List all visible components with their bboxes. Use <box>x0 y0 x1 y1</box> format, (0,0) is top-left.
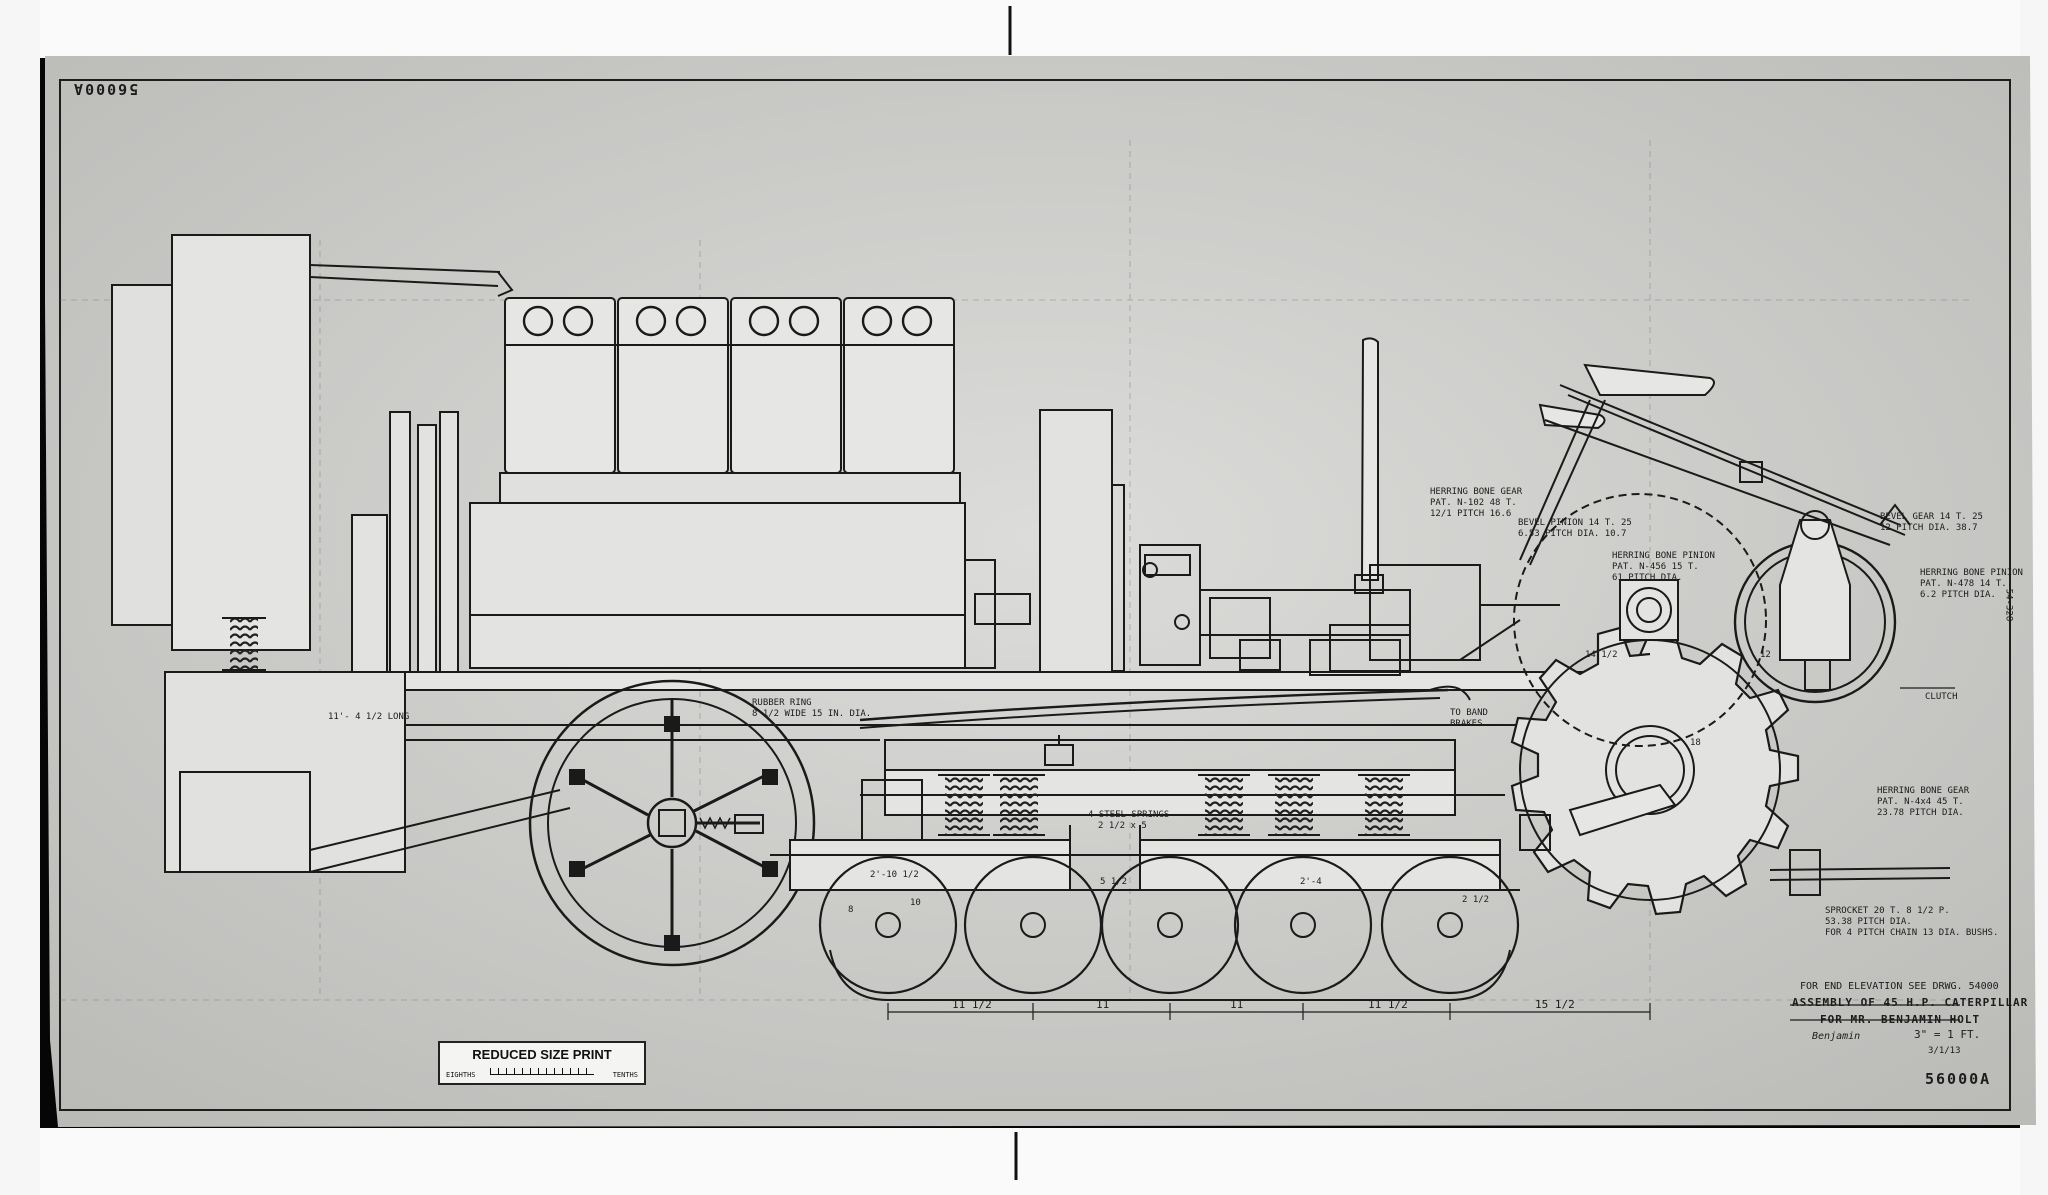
callout-band-brakes-2: BRAKES <box>1450 719 1483 729</box>
callout-bevel-pinion-1: BEVEL PINION 14 T. 25 <box>1518 518 1632 528</box>
dimension-label: 15 1/2 <box>1535 998 1575 1011</box>
dimension-label: 11 <box>1230 998 1244 1011</box>
callout-bevel-gear-1: BEVEL GEAR 14 T. 25 <box>1880 512 1983 522</box>
dimension-label: 14 1/2 <box>1585 650 1618 660</box>
title-line-1: ASSEMBLY OF 45 H.P. CATERPILLAR <box>1792 996 2029 1009</box>
signature: Benjamin <box>1812 1031 1861 1042</box>
callout-steel-springs-2: 2 1/2 x 5 <box>1098 821 1147 831</box>
callout-herring-pinion-right-3: 6.2 PITCH DIA. <box>1920 590 1996 600</box>
callout-rubber-ring-2: 8 1/2 WIDE 15 IN. DIA. <box>752 709 872 719</box>
callout-band-brakes-1: TO BAND <box>1450 708 1488 718</box>
stamp-title: REDUCED SIZE PRINT <box>472 1047 612 1062</box>
callout-herring-gear-right-2: PAT. N-4x4 45 T. <box>1877 797 1964 807</box>
callout-sprocket-1: SPROCKET 20 T. 8 1/2 P. <box>1825 906 1950 916</box>
callout-herring-pinion-2: PAT. N-456 15 T. <box>1612 562 1699 572</box>
drawing-date: 3/1/13 <box>1928 1046 1961 1056</box>
dimension-label: 11 1/2 <box>952 998 992 1011</box>
callout-frame-length: 11'- 4 1/2 LONG <box>328 712 410 722</box>
callout-herring-pinion-right-1: HERRING BONE PINION <box>1920 568 2023 578</box>
stamp-right-unit: TENTHS <box>612 1071 638 1079</box>
callout-herring-gear-right-3: 23.78 PITCH DIA. <box>1877 808 1964 818</box>
callout-bevel-pinion-2: 6.53 PITCH DIA. 10.7 <box>1518 529 1627 539</box>
callout-rubber-ring-1: RUBBER RING <box>752 698 812 708</box>
callout-herring-pinion-1: HERRING BONE PINION <box>1612 551 1715 561</box>
title-line-2: FOR MR. BENJAMIN HOLT <box>1820 1013 1981 1026</box>
callout-herring-pinion-3: 61 PITCH DIA. <box>1612 573 1683 583</box>
reduced-size-print-stamp: REDUCED SIZE PRINT EIGHTHS TENTHS <box>438 1041 646 1085</box>
dimension-label: 5 1/2 <box>1100 877 1128 887</box>
callout-bevel-gear-2: 12 PITCH DIA. 38.7 <box>1880 523 1978 533</box>
stamp-left-unit: EIGHTHS <box>446 1071 476 1079</box>
callout-steel-springs-1: 4 STEEL SPRINGS <box>1088 810 1170 820</box>
stamp-ruler <box>490 1068 594 1075</box>
scale-note: 3" = 1 FT. <box>1914 1028 1981 1041</box>
dimension-label: 2'-4 <box>1300 877 1322 887</box>
callout-clutch: CLUTCH <box>1925 692 1958 702</box>
dimension-label: 12 <box>1760 650 1771 660</box>
drawing-number-top: 56000A <box>72 80 139 98</box>
callout-herring-gear-1: HERRING BONE GEAR <box>1430 487 1523 497</box>
dimension-label: 2'-10 1/2 <box>870 870 919 880</box>
dimension-label: 11 <box>1096 998 1110 1011</box>
callout-herring-gear-right-1: HERRING BONE GEAR <box>1877 786 1970 796</box>
sheet-border <box>59 79 2011 1111</box>
callout-sprocket-2: 53.38 PITCH DIA. <box>1825 917 1912 927</box>
dimension-label: 18 <box>1690 738 1701 748</box>
dimension-label: 11 1/2 <box>1368 998 1408 1011</box>
callout-herring-gear-3: 12/1 PITCH 16.6 <box>1430 509 1512 519</box>
callout-herring-pinion-right-2: PAT. N-478 14 T. <box>1920 579 2007 589</box>
end-elevation-note: FOR END ELEVATION SEE DRWG. 54000 <box>1800 981 1999 992</box>
edge-mark: 54-328 <box>2003 588 2014 622</box>
drawing-number-bottom: 56000A <box>1925 1070 1992 1088</box>
dimension-label: 10 <box>910 898 921 908</box>
callout-herring-gear-2: PAT. N-102 48 T. <box>1430 498 1517 508</box>
dimension-label: 2 1/2 <box>1462 895 1490 905</box>
dimension-label: 8 <box>848 905 854 915</box>
callout-sprocket-3: FOR 4 PITCH CHAIN 13 DIA. BUSHS. <box>1825 928 1999 938</box>
